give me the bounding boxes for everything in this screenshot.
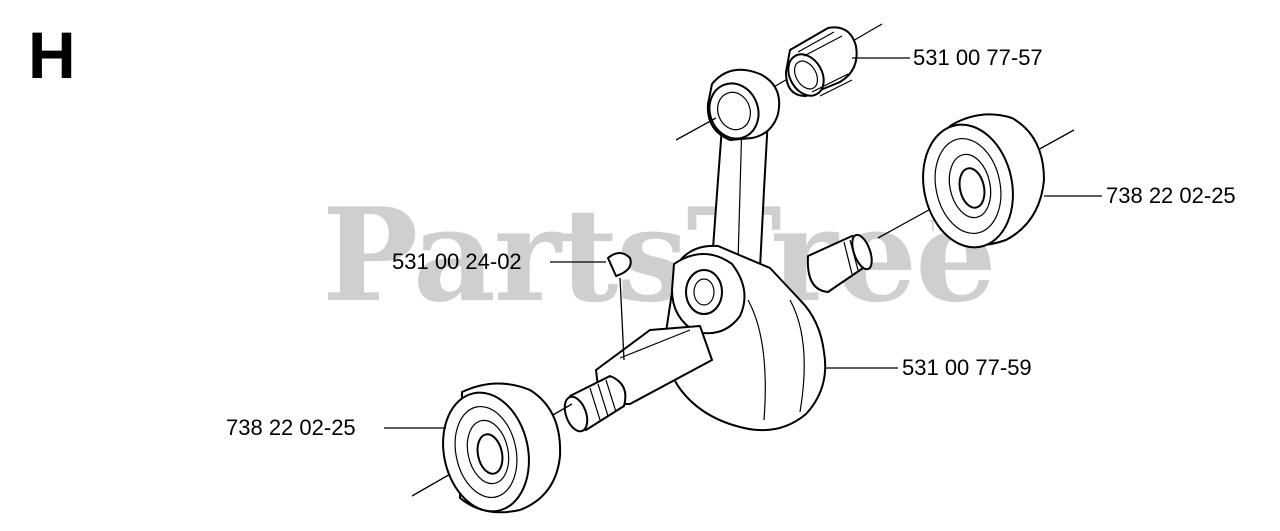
part-number-needle-bearing[interactable]: 531 00 77-57 bbox=[913, 45, 1043, 70]
part-number-crankshaft[interactable]: 531 00 77-59 bbox=[902, 355, 1032, 380]
crankshaft-drawing[interactable] bbox=[560, 232, 875, 434]
watermark-text: PartsTree bbox=[322, 181, 997, 331]
woodruff-key-drawing[interactable] bbox=[607, 252, 632, 361]
needle-bearing-drawing[interactable] bbox=[771, 23, 883, 102]
connecting-rod-drawing[interactable] bbox=[675, 68, 781, 269]
ball-bearing-left-drawing[interactable] bbox=[411, 382, 573, 519]
ball-bearing-right-drawing[interactable] bbox=[877, 113, 1075, 255]
part-number-woodruff-key[interactable]: 531 00 24-02 bbox=[392, 249, 522, 274]
section-letter: H bbox=[28, 18, 76, 92]
part-number-ball-bearing-left[interactable]: 738 22 02-25 bbox=[226, 415, 356, 440]
part-number-ball-bearing-right[interactable]: 738 22 02-25 bbox=[1106, 183, 1236, 208]
